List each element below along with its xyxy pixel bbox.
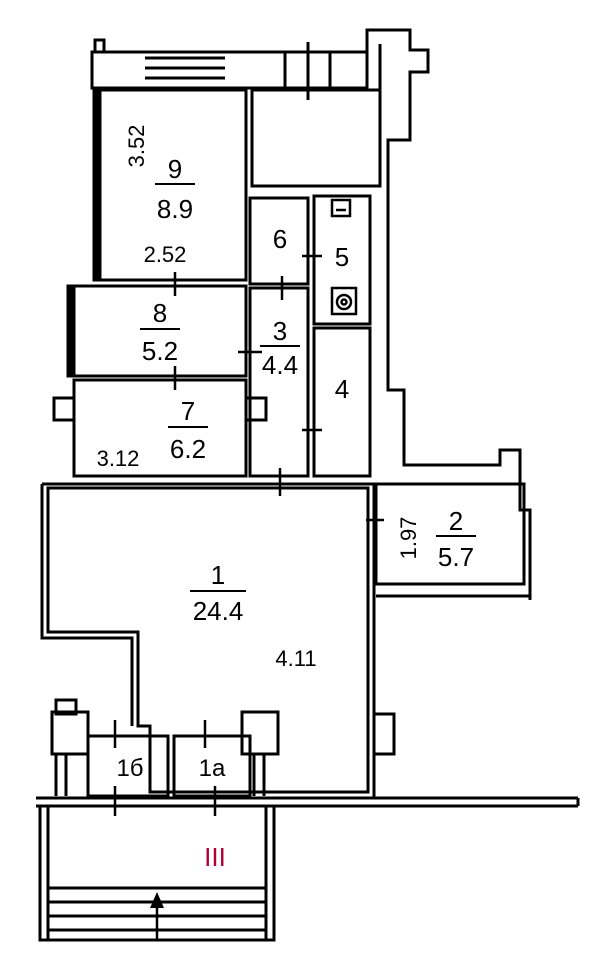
room-6 — [248, 196, 310, 286]
room-4 — [312, 326, 372, 478]
dimension-room7-width: 3.12 — [97, 446, 140, 471]
room-4-number: 4 — [335, 374, 349, 404]
room-unlabeled — [250, 88, 382, 188]
room-2-area: 5.7 — [438, 542, 474, 572]
room-5-number: 5 — [335, 242, 349, 272]
room-7-area: 6.2 — [170, 434, 206, 464]
dimension-room2-height: 1.97 — [396, 517, 421, 560]
room-1a-number: 1а — [199, 755, 226, 782]
room-8-area: 5.2 — [142, 336, 178, 366]
room-2 — [374, 482, 526, 586]
dimension-room1-width: 4.11 — [275, 646, 316, 671]
dimension-room9-height: 3.52 — [124, 125, 149, 168]
room-1b — [86, 734, 170, 798]
entrance-arrow-icon — [150, 892, 164, 940]
room-7 — [72, 378, 248, 478]
room-9-number: 9 — [168, 154, 182, 184]
room-2-number: 2 — [449, 506, 463, 536]
room-1-area: 24.4 — [193, 596, 244, 626]
room-1b-number: 1б — [116, 755, 143, 782]
room-3-number: 3 — [273, 316, 287, 346]
room-9-area: 8.9 — [157, 194, 193, 224]
room-3-area: 4.4 — [262, 350, 298, 380]
section-mark: III — [204, 842, 226, 872]
sanitary-fixtures-icon — [330, 198, 358, 316]
room-6-number: 6 — [273, 224, 287, 254]
room-5 — [312, 194, 372, 326]
room-1a — [172, 734, 252, 798]
dimension-room9-width: 2.52 — [144, 242, 187, 267]
room-1-number: 1 — [211, 560, 225, 590]
room-1 — [46, 486, 370, 794]
balcony-top — [90, 50, 369, 90]
room-8-number: 8 — [153, 298, 167, 328]
room-7-number: 7 — [181, 396, 195, 426]
